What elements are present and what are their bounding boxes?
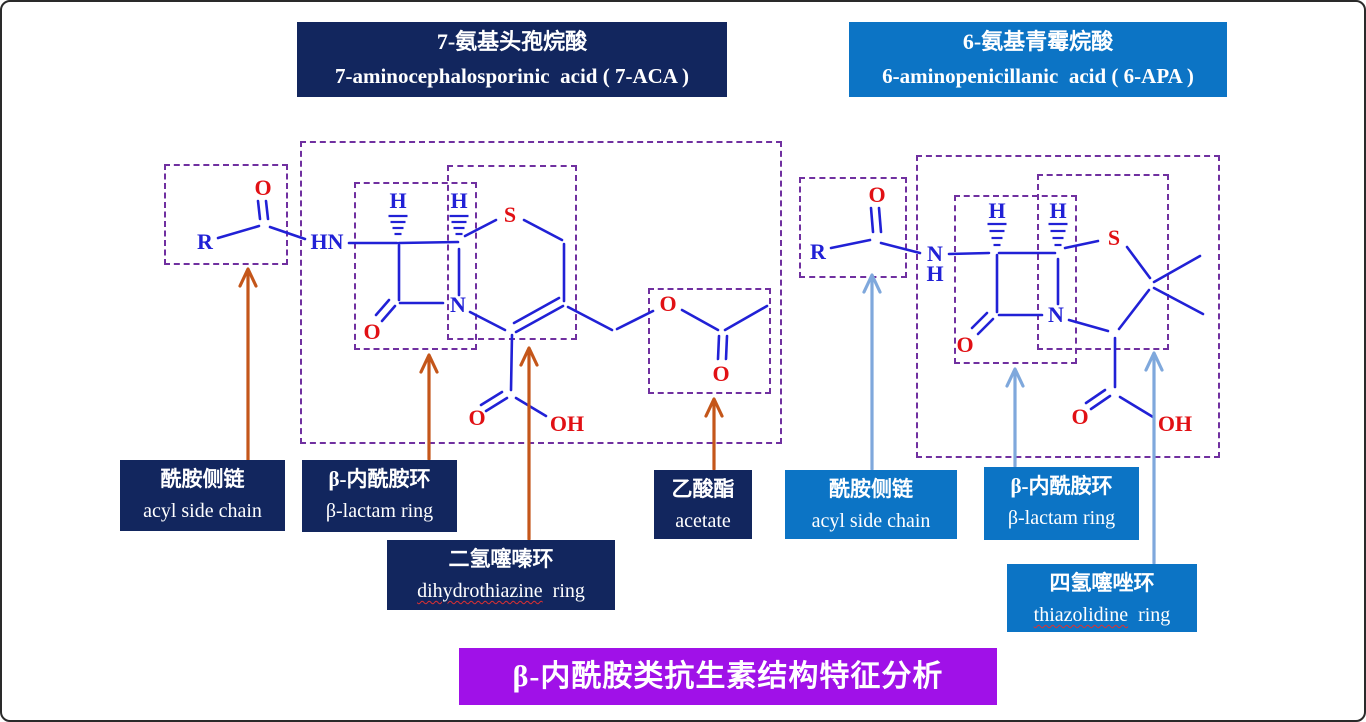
label-acyl-side-chain-left: 酰胺侧链 acyl side chain bbox=[120, 460, 285, 531]
dashed-box-betalactam-left bbox=[354, 182, 477, 350]
title-6apa-zh: 6-氨基青霉烷酸 bbox=[962, 29, 1114, 54]
label-acyl-left-en: acyl side chain bbox=[143, 500, 262, 522]
title-7aca-en: 7-aminocephalosporinic acid ( 7-ACA ) bbox=[334, 64, 690, 88]
label-acetate: 乙酸酯 acetate bbox=[654, 470, 752, 539]
label-thiazolidine-en: thiazolidine ring bbox=[1007, 600, 1197, 630]
label-acyl-left-zh: 酰胺侧链 bbox=[160, 467, 245, 491]
label-thiazolidine-zh: 四氢噻唑环 bbox=[1049, 571, 1155, 595]
arrow-acyl-right bbox=[862, 273, 882, 471]
label-betalactam-left: β-内酰胺环 β-lactam ring bbox=[302, 460, 457, 532]
dashed-box-thiazolidine bbox=[1037, 174, 1169, 350]
label-betalactam-right: β-内酰胺环 β-lactam ring bbox=[984, 467, 1139, 540]
label-betalactam-right-en: β-lactam ring bbox=[1007, 507, 1116, 529]
footer-banner-text: β-内酰胺类抗生素结构特征分析 bbox=[512, 660, 944, 693]
label-thiazolidine: 四氢噻唑环 thiazolidine ring bbox=[1007, 564, 1197, 632]
footer-banner: β-内酰胺类抗生素结构特征分析 bbox=[459, 648, 997, 705]
label-acetate-zh: 乙酸酯 bbox=[671, 477, 735, 501]
label-acetate-en: acetate bbox=[675, 510, 731, 532]
label-dihydrothiazine-en-word: dihydrothiazine bbox=[417, 580, 543, 602]
label-thiazolidine-en-rest: ring bbox=[1128, 604, 1171, 626]
dashed-box-acyl-right bbox=[799, 177, 907, 278]
title-6apa-en: 6-aminopenicillanic acid ( 6-APA ) bbox=[882, 64, 1194, 88]
label-acyl-side-chain-right: 酰胺侧链 acyl side chain bbox=[785, 470, 957, 539]
dashed-box-penicillin-nucleus bbox=[916, 155, 1220, 458]
label-betalactam-left-en: β-lactam ring bbox=[325, 500, 434, 522]
dashed-box-acetate bbox=[648, 288, 771, 394]
title-6apa-box: 6-氨基青霉烷酸 6-aminopenicillanic acid ( 6-AP… bbox=[849, 22, 1227, 97]
label-betalactam-right-zh: β-内酰胺环 bbox=[1010, 474, 1113, 498]
label-thiazolidine-en-word: thiazolidine bbox=[1033, 604, 1129, 626]
arrow-acyl-left bbox=[238, 267, 258, 462]
dashed-box-betalactam-right bbox=[954, 195, 1077, 364]
title-7aca-zh: 7-氨基头孢烷酸 bbox=[436, 29, 588, 54]
title-7aca-box: 7-氨基头孢烷酸 7-aminocephalosporinic acid ( 7… bbox=[297, 22, 727, 97]
label-dihydrothiazine: 二氢噻嗪环 dihydrothiazine ring bbox=[387, 540, 615, 610]
label-acyl-right-zh: 酰胺侧链 bbox=[829, 477, 913, 501]
label-acyl-right-en: acyl side chain bbox=[811, 510, 931, 532]
label-betalactam-left-zh: β-内酰胺环 bbox=[328, 467, 431, 491]
label-dihydrothiazine-en-rest: ring bbox=[542, 580, 585, 602]
dashed-box-cephalosporin-nucleus bbox=[300, 141, 782, 444]
dashed-box-dihydrothiazine bbox=[447, 165, 577, 340]
label-dihydrothiazine-zh: 二氢噻嗪环 bbox=[448, 547, 554, 571]
label-dihydrothiazine-en: dihydrothiazine ring bbox=[387, 576, 615, 606]
dashed-box-acyl-left bbox=[164, 164, 288, 265]
